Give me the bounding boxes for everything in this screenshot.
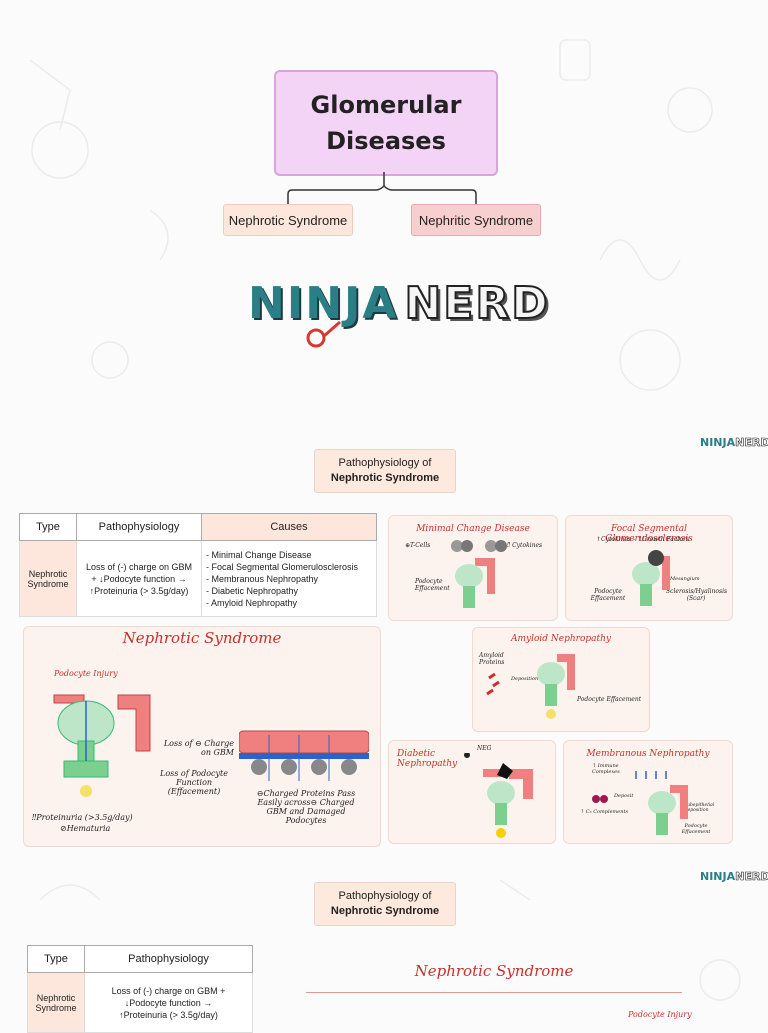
deposit-label: Deposit — [614, 793, 634, 799]
glomerulus-diagram — [53, 694, 151, 797]
branch-nephritic: Nephritic Syndrome — [411, 204, 541, 236]
neg-label: NEG — [477, 745, 492, 752]
loss-charge-label: Loss of ⊖ Charge on GBM — [163, 739, 234, 757]
small-logo-1: NINJANERD — [700, 436, 768, 450]
logo-ninja: NINJA — [248, 278, 399, 329]
membranous-panel: Membranous Nephropathy ↑ Immune Complexe… — [563, 740, 733, 844]
proteinuria-label: ‼Proteinuria (>3.5g/day) — [32, 813, 133, 822]
effacement-label: Podocyte Effacement — [415, 578, 450, 592]
type-cell: Nephrotic Syndrome — [19, 540, 77, 617]
causes-cell: - Minimal Change Disease - Focal Segment… — [201, 540, 377, 617]
amyloid-effacement-label: Podocyte Effacement — [577, 696, 642, 703]
amyloid-diagram — [486, 654, 575, 719]
membranous-title: Membranous Nephropathy — [586, 749, 710, 759]
podocyte-injury-label: Podocyte Injury — [54, 669, 118, 678]
sclerosis-label: Sclerosis/Hyalinosis (Scar) — [666, 588, 728, 602]
tree-connector — [287, 172, 477, 206]
immune-label: ↑ Immune Complexes — [592, 763, 620, 775]
complements-label: ↑ C₃ Complements — [580, 809, 629, 815]
col-type-2: Type — [27, 945, 85, 973]
col-causes: Causes — [201, 513, 377, 541]
col-patho-2: Pathophysiology — [84, 945, 253, 973]
small-logo-2: NINJANERD — [700, 870, 768, 884]
minimal-change-diagram — [451, 540, 507, 608]
fsgs-top-label: ↑Cytokines - ↑Growth Factors — [596, 536, 690, 543]
nephrotic-table-2: Type Pathophysiology Nephrotic Syndrome … — [27, 945, 253, 1033]
patho-cell: Loss of (-) charge on GBM + ↓Podocyte fu… — [76, 540, 202, 617]
deposition-label: Deposition — [511, 676, 539, 682]
patho-cell-2: Loss of (-) charge on GBM + ↓Podocyte fu… — [84, 972, 253, 1033]
title-line-2: Diseases — [326, 127, 446, 155]
nephrotic-panel: Nephrotic Syndrome Podocyte Injury Loss … — [23, 626, 381, 847]
section-label-2: Pathophysiology of Nephrotic Syndrome — [314, 882, 456, 926]
amyloid-proteins-label: Amyloid Proteins — [479, 652, 505, 666]
mesangium-label: Mesangium — [670, 576, 700, 582]
membranous-diagram — [592, 771, 688, 835]
gbm-diagram — [239, 730, 369, 781]
subepithelial-label: Subepithelial Deposition — [684, 803, 715, 813]
bottom-podocyte-injury: Podocyte Injury — [628, 1010, 692, 1019]
bottom-underline — [306, 992, 682, 993]
fsgs-effacement-label: Podocyte Effacement — [590, 588, 626, 602]
fsgs-panel: Focal Segmental Glomerulosclerosis ↑Cyto… — [565, 515, 733, 621]
amyloid-title: Amyloid Nephropathy — [510, 634, 612, 644]
cytokines-label: ‼ Cytokines — [507, 542, 543, 549]
charged-proteins-label: ⊖Charged Proteins Pass Easily across⊖ Ch… — [256, 789, 356, 825]
fsgs-diagram — [632, 550, 670, 606]
section-label: Pathophysiology of Nephrotic Syndrome — [314, 449, 456, 493]
diabetic-title: Diabetic Nephropathy — [397, 749, 458, 769]
logo-nerd: NERD — [403, 277, 550, 330]
loss-podocyte-label: Loss of Podocyte Function (Effacement) — [160, 769, 228, 796]
amyloid-panel: Amyloid Nephropathy Amyloid Proteins Dep… — [472, 627, 650, 732]
branch-nephrotic: Nephrotic Syndrome — [223, 204, 353, 236]
nephrotic-table: Type Pathophysiology Causes Nephrotic Sy… — [19, 513, 377, 617]
fsgs-title: Focal Segmental Glomerulosclerosis — [605, 524, 693, 544]
panel-title: Nephrotic Syndrome — [122, 629, 282, 647]
col-type: Type — [19, 513, 77, 541]
membranous-effacement-label: Podocyte Effacement — [681, 823, 711, 835]
col-patho: Pathophysiology — [76, 513, 202, 541]
minimal-change-title: Minimal Change Disease — [416, 524, 530, 534]
title-line-1: Glomerular — [310, 91, 462, 119]
tcells-label: ⊕T-Cells — [405, 542, 431, 549]
bottom-panel-title: Nephrotic Syndrome — [414, 962, 574, 980]
type-cell-2: Nephrotic Syndrome — [27, 972, 85, 1033]
glasses-icon — [306, 320, 341, 348]
main-title: Glomerular Diseases — [274, 70, 498, 176]
diabetic-panel: Diabetic Nephropathy NEG — [388, 740, 556, 844]
hematuria-label: ⊘Hematuria — [60, 824, 111, 833]
minimal-change-panel: Minimal Change Disease ⊕T-Cells ‼ Cytoki… — [388, 515, 558, 621]
diabetic-diagram — [464, 753, 533, 838]
